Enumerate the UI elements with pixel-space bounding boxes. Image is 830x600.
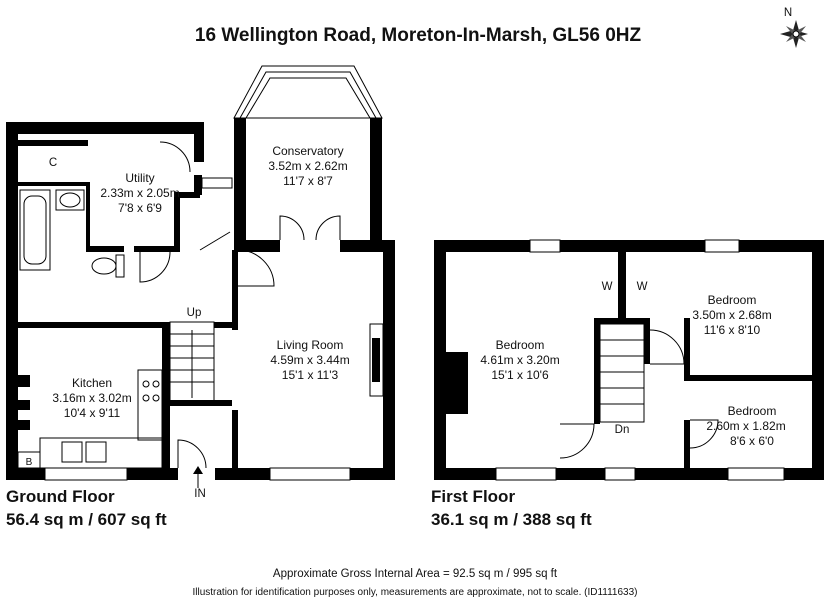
- first-floor-name: First Floor: [431, 487, 515, 506]
- stairs-down-label: Dn: [615, 424, 630, 436]
- bath-icon: [19, 189, 51, 271]
- room-name-kitchen: Kitchen: [72, 376, 112, 390]
- first-floor-plan: [434, 239, 824, 481]
- ground-floor-name: Ground Floor: [6, 487, 115, 506]
- hob-icon: [142, 380, 160, 402]
- cupboard-mark: C: [49, 157, 57, 169]
- room-metric-bedroom-1: 4.61m x 3.20m: [480, 353, 559, 367]
- room-name-bedroom-2: Bedroom: [708, 293, 757, 307]
- room-metric-living-room: 4.59m x 3.44m: [270, 353, 349, 367]
- room-name-living-room: Living Room: [277, 338, 344, 352]
- boiler-mark: B: [26, 457, 33, 468]
- room-metric-kitchen: 3.16m x 3.02m: [52, 391, 131, 405]
- svg-text:N: N: [784, 7, 792, 19]
- stairs-up-label: Up: [187, 307, 202, 319]
- room-imperial-conservatory: 11'7 x 8'7: [283, 174, 333, 188]
- room-metric-bedroom-3: 2.60m x 1.82m: [706, 419, 785, 433]
- entrance-label: IN: [194, 488, 206, 500]
- room-name-bedroom-3: Bedroom: [728, 404, 777, 418]
- basin-icon: [55, 189, 85, 211]
- ground-floor-area: 56.4 sq m / 607 sq ft: [6, 510, 167, 529]
- room-metric-utility: 2.33m x 2.05m: [100, 186, 179, 200]
- ground-floor-plan: [6, 65, 395, 488]
- room-name-bedroom-1: Bedroom: [496, 338, 545, 352]
- entrance-arrow-icon: [193, 466, 203, 488]
- room-imperial-bedroom-1: 15'1 x 10'6: [491, 368, 549, 382]
- wardrobe-mark-2: W: [637, 281, 648, 293]
- toilet-icon: [91, 254, 125, 278]
- disclaimer: Illustration for identification purposes…: [192, 587, 637, 598]
- room-imperial-utility: 7'8 x 6'9: [118, 201, 162, 215]
- stairs-up: [169, 321, 215, 403]
- room-imperial-kitchen: 10'4 x 9'11: [64, 406, 121, 420]
- room-name-utility: Utility: [125, 171, 154, 185]
- room-metric-bedroom-2: 3.50m x 2.68m: [692, 308, 771, 322]
- property-address: 16 Wellington Road, Moreton-In-Marsh, GL…: [195, 25, 642, 46]
- room-metric-conservatory: 3.52m x 2.62m: [268, 159, 347, 173]
- compass-icon: N: [780, 7, 808, 48]
- stairs-down: [599, 323, 645, 423]
- room-imperial-bedroom-3: 8'6 x 6'0: [730, 434, 774, 448]
- sink-icon: [61, 441, 107, 463]
- room-name-conservatory: Conservatory: [272, 144, 343, 158]
- gross-internal-area: Approximate Gross Internal Area = 92.5 s…: [273, 568, 558, 580]
- room-imperial-living-room: 15'1 x 11'3: [282, 368, 339, 382]
- first-floor-area: 36.1 sq m / 388 sq ft: [431, 510, 592, 529]
- wardrobe-mark-1: W: [602, 281, 613, 293]
- room-imperial-bedroom-2: 11'6 x 8'10: [704, 323, 761, 337]
